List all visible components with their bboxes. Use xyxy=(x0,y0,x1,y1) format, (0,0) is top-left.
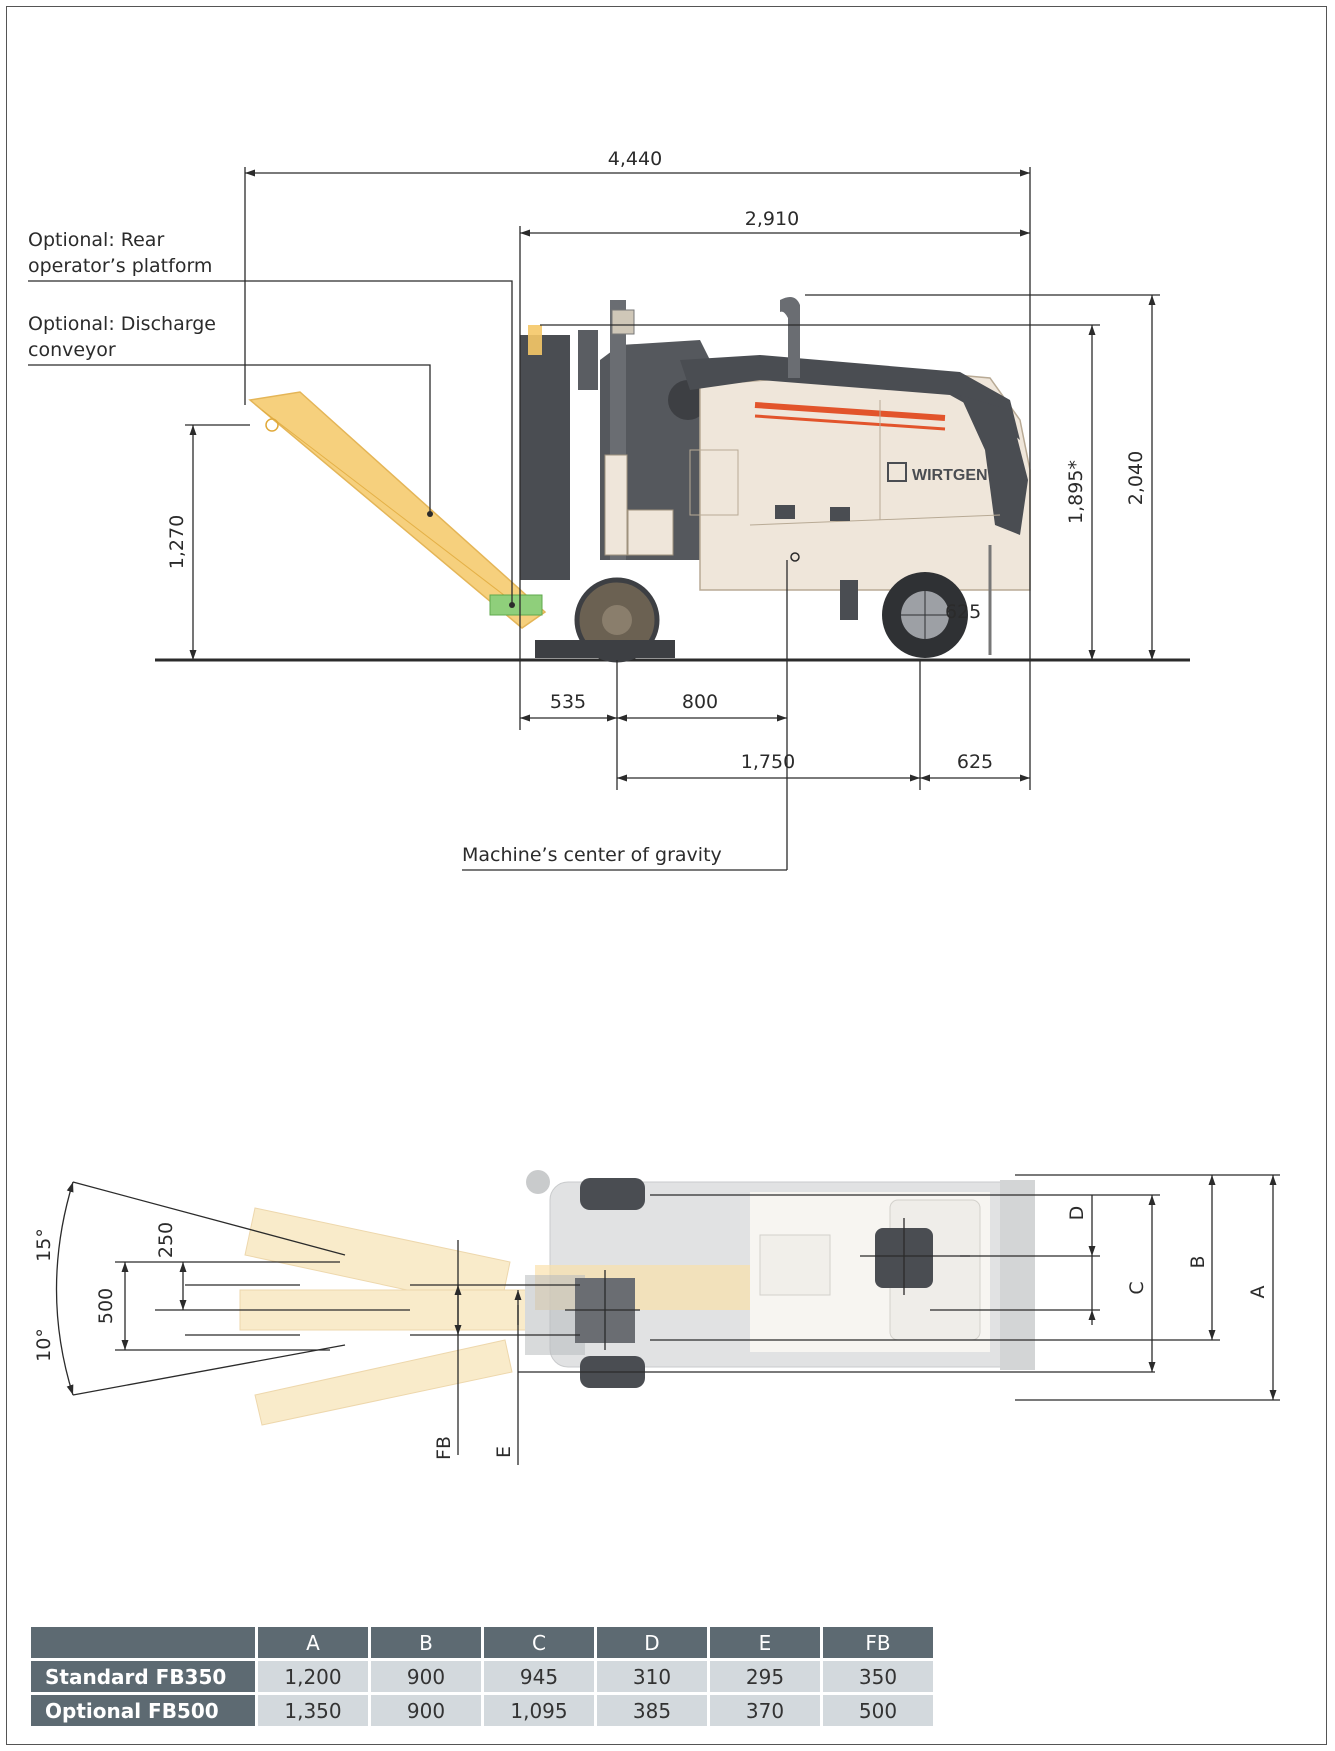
table-header-row: A B C D E FB xyxy=(31,1627,933,1658)
dim-height-cab: 1,895* xyxy=(540,324,1100,660)
table-cell: 295 xyxy=(710,1661,820,1692)
svg-text:A: A xyxy=(1247,1286,1269,1299)
svg-text:FB: FB xyxy=(433,1436,455,1460)
row-label: Standard FB350 xyxy=(31,1661,255,1692)
svg-text:operator’s platform: operator’s platform xyxy=(28,255,212,277)
table-cell: 1,350 xyxy=(258,1695,368,1726)
discharge-conveyor xyxy=(248,391,547,629)
table-cell: 350 xyxy=(823,1661,933,1692)
svg-text:C: C xyxy=(1126,1281,1148,1294)
svg-text:conveyor: conveyor xyxy=(28,339,116,361)
table-row: Standard FB350 1,200 900 945 310 295 350 xyxy=(31,1661,933,1692)
svg-text:Optional: Rear: Optional: Rear xyxy=(28,229,164,251)
technical-drawing: WIRTGEN 4,440 xyxy=(28,148,1280,1465)
top-view: 15° 10° 250 500 FB E xyxy=(33,1170,1280,1465)
label-rear-platform: Optional: Rear operator’s platform xyxy=(28,229,515,608)
milling-machine-side: WIRTGEN xyxy=(520,296,1031,663)
col-header-b: B xyxy=(371,1627,481,1658)
table-cell: 500 xyxy=(823,1695,933,1726)
svg-text:2,040: 2,040 xyxy=(1125,451,1147,505)
dim-height-top: 2,040 xyxy=(805,294,1160,660)
dim-conveyor-offset: 250 500 xyxy=(95,1222,340,1351)
svg-text:1,895*: 1,895* xyxy=(1065,460,1087,524)
wheel-left-top xyxy=(580,1178,645,1210)
table-corner xyxy=(31,1627,255,1658)
center-of-gravity-mark xyxy=(790,552,800,562)
svg-text:4,440: 4,440 xyxy=(608,148,662,170)
table-cell: 900 xyxy=(371,1695,481,1726)
svg-text:10°: 10° xyxy=(33,1328,55,1362)
svg-text:1,750: 1,750 xyxy=(741,751,795,773)
col-header-c: C xyxy=(484,1627,594,1658)
col-header-d: D xyxy=(597,1627,707,1658)
svg-text:2,910: 2,910 xyxy=(745,208,799,230)
svg-text:E: E xyxy=(493,1446,515,1458)
table-cell: 1,200 xyxy=(258,1661,368,1692)
table-row: Optional FB500 1,350 900 1,095 385 370 5… xyxy=(31,1695,933,1726)
table-cell: 900 xyxy=(371,1661,481,1692)
col-header-e: E xyxy=(710,1627,820,1658)
conveyor-attachment xyxy=(489,594,543,616)
dim-wheelbase: 1,750 625 625 xyxy=(617,601,1030,790)
label-center-of-gravity: Machine’s center of gravity xyxy=(462,844,787,871)
col-header-a: A xyxy=(258,1627,368,1658)
svg-text:250: 250 xyxy=(155,1222,177,1258)
svg-text:Machine’s center of gravity: Machine’s center of gravity xyxy=(462,844,722,866)
col-header-fb: FB xyxy=(823,1627,933,1658)
page-frame xyxy=(6,6,1327,1745)
table-cell: 370 xyxy=(710,1695,820,1726)
svg-text:1,270: 1,270 xyxy=(166,515,188,569)
svg-text:625: 625 xyxy=(945,601,981,623)
table-cell: 385 xyxy=(597,1695,707,1726)
svg-text:Optional: Discharge: Optional: Discharge xyxy=(28,313,216,335)
label-discharge-conveyor: Optional: Discharge conveyor xyxy=(28,313,433,517)
svg-text:D: D xyxy=(1066,1206,1088,1221)
svg-text:800: 800 xyxy=(682,691,718,713)
dim-rear-section: 535 800 xyxy=(520,560,788,870)
dim-fb-e: FB E xyxy=(410,1240,1155,1465)
svg-text:B: B xyxy=(1187,1255,1209,1268)
svg-text:535: 535 xyxy=(550,691,586,713)
row-label: Optional FB500 xyxy=(31,1695,255,1726)
svg-text:625: 625 xyxy=(957,751,993,773)
dim-abcd: A B C D xyxy=(650,1174,1280,1401)
side-view: WIRTGEN 4,440 xyxy=(28,148,1190,871)
dim-conveyor-height: 1,270 xyxy=(166,424,250,660)
angle-lines: 15° 10° xyxy=(33,1181,346,1396)
svg-text:500: 500 xyxy=(95,1288,117,1324)
table-cell: 945 xyxy=(484,1661,594,1692)
dimension-table: A B C D E FB Standard FB350 1,200 900 94… xyxy=(28,1624,936,1729)
table-cell: 1,095 xyxy=(484,1695,594,1726)
brand-name: WIRTGEN xyxy=(912,467,988,484)
milling-machine-top xyxy=(526,1170,1035,1370)
wirtgen-logo-icon xyxy=(887,462,907,482)
dim-machine-length: 2,910 xyxy=(519,208,1030,730)
table-cell: 310 xyxy=(597,1661,707,1692)
svg-text:15°: 15° xyxy=(33,1228,55,1262)
